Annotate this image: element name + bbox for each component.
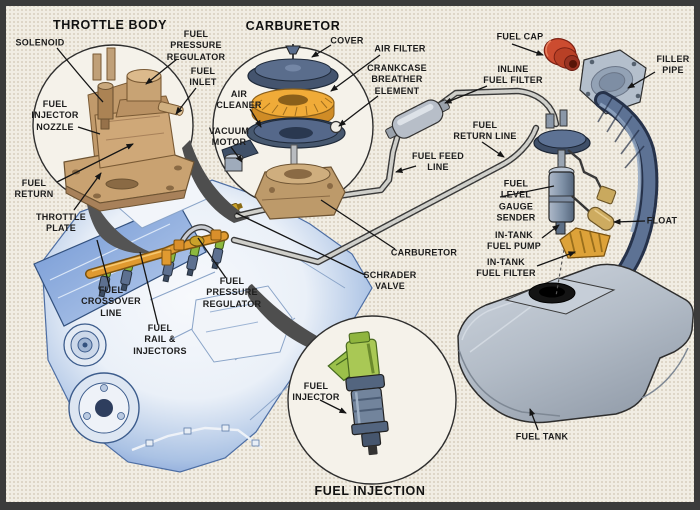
label-fuel-injector-nozzle: FUEL INJECTOR NOZZLE (31, 99, 79, 132)
label-fuel-level-gauge-sender: FUEL LEVEL GAUGE SENDER (496, 178, 536, 223)
float-part (587, 206, 615, 231)
label-fuel-tank: FUEL TANK (515, 431, 569, 442)
in-tank-fuel-filter-part (559, 227, 611, 259)
label-air-cleaner: AIR CLEANER (216, 88, 262, 110)
label-float: FLOAT (646, 215, 678, 226)
label-fuel-pressure-regulator-engine: FUEL PRESSURE REGULATOR (202, 276, 262, 309)
fuel-cap-part (543, 38, 580, 71)
label-fuel-return-line: FUEL RETURN LINE (453, 119, 517, 141)
fuel-injection-title: FUEL INJECTION (314, 484, 426, 498)
label-filler-pipe: FILLER PIPE (656, 53, 690, 75)
label-schrader-valve: SCHRADER VALVE (363, 269, 417, 291)
label-fuel-inlet: FUEL INLET (189, 65, 217, 87)
crankcase-breather-part (329, 120, 343, 134)
label-air-filter: AIR FILTER (374, 43, 426, 54)
label-solenoid: SOLENOID (15, 37, 65, 48)
label-inline-fuel-filter: INLINE FUEL FILTER (483, 63, 543, 85)
label-fuel-crossover-line: FUEL CROSSOVER LINE (81, 285, 141, 318)
engine-pulley-large (68, 372, 140, 444)
fuel-tank-part (457, 263, 694, 424)
label-throttle-plate: THROTTLE PLATE (36, 211, 86, 233)
engine-pulley-small (63, 323, 107, 367)
carburetor-title: CARBURETOR (245, 19, 341, 33)
carburetor-illustration (221, 44, 346, 220)
label-fuel-injector: FUEL INJECTOR (292, 380, 340, 402)
leader-arrows (56, 43, 656, 431)
label-fuel-feed-line: FUEL FEED LINE (411, 150, 465, 172)
label-fuel-rail-injectors: FUEL RAIL & INJECTORS (133, 323, 187, 356)
label-crankcase-breather-element: CRANKCASE BREATHER ELEMENT (367, 63, 427, 96)
fuel-lines (230, 87, 560, 266)
label-fuel-return: FUEL RETURN (14, 177, 54, 199)
inline-fuel-filter-part (385, 99, 450, 139)
label-in-tank-fuel-filter: IN-TANK FUEL FILTER (476, 256, 536, 278)
label-cover: COVER (330, 35, 364, 46)
label-fuel-pressure-regulator-tb: FUEL PRESSURE REGULATOR (166, 29, 226, 62)
fuel-injector-illustration (327, 331, 389, 456)
throttle-body-title: THROTTLE BODY (52, 18, 168, 32)
tank-assembly (457, 38, 694, 424)
label-carburetor-part: CARBURETOR (390, 247, 458, 258)
label-vacuum-motor: VACUUM MOTOR (208, 125, 250, 147)
label-fuel-cap: FUEL CAP (496, 31, 544, 42)
label-in-tank-fuel-pump: IN-TANK FUEL PUMP (486, 229, 542, 251)
rail-pressure-regulator-part (189, 235, 205, 247)
fuel-pump-assembly (533, 109, 617, 259)
